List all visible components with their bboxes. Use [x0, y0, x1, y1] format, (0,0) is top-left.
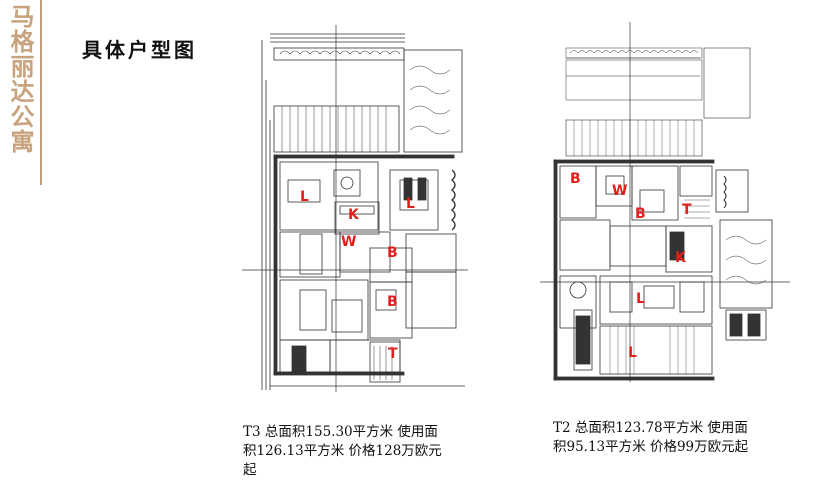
brand-sidebar: 马格丽达公寓 — [0, 0, 42, 185]
caption-t3-line: T3 总面积155.30平方米 使用面 — [243, 424, 438, 440]
caption-t2-line: T2 总面积123.78平方米 使用面 — [553, 420, 748, 436]
caption-t2-line: 积95.13平方米 价格99万欧元起 — [553, 439, 749, 455]
room-label: B — [387, 245, 398, 261]
room-label: L — [636, 291, 645, 307]
room-label: B — [635, 206, 646, 222]
room-label: K — [348, 207, 359, 223]
caption-t3: T3 总面积155.30平方米 使用面 积126.13平方米 价格128万欧元 … — [243, 423, 503, 480]
room-label: L — [300, 189, 309, 205]
room-label: B — [570, 171, 581, 187]
floor-plan-t2: B W B T K L L — [540, 20, 792, 385]
room-label: K — [675, 250, 686, 266]
room-label: T — [388, 346, 398, 362]
floor-plan-t3: L K L W B B T — [240, 20, 472, 395]
caption-t3-line: 积126.13平方米 价格128万欧元 — [243, 443, 442, 459]
room-label: W — [612, 183, 628, 199]
room-label: L — [406, 196, 415, 212]
caption-t2: T2 总面积123.78平方米 使用面 积95.13平方米 价格99万欧元起 — [553, 419, 813, 457]
caption-t3-line: 起 — [243, 462, 257, 478]
page-title: 具体户型图 — [82, 38, 197, 62]
brand-name: 马格丽达公寓 — [6, 4, 34, 154]
room-label: L — [628, 345, 637, 361]
room-label: W — [341, 234, 357, 250]
floor-plan-t3-drawing — [242, 25, 468, 392]
room-label: B — [387, 294, 398, 310]
floor-plan-t2-drawing — [540, 22, 790, 382]
room-label: T — [682, 202, 692, 218]
